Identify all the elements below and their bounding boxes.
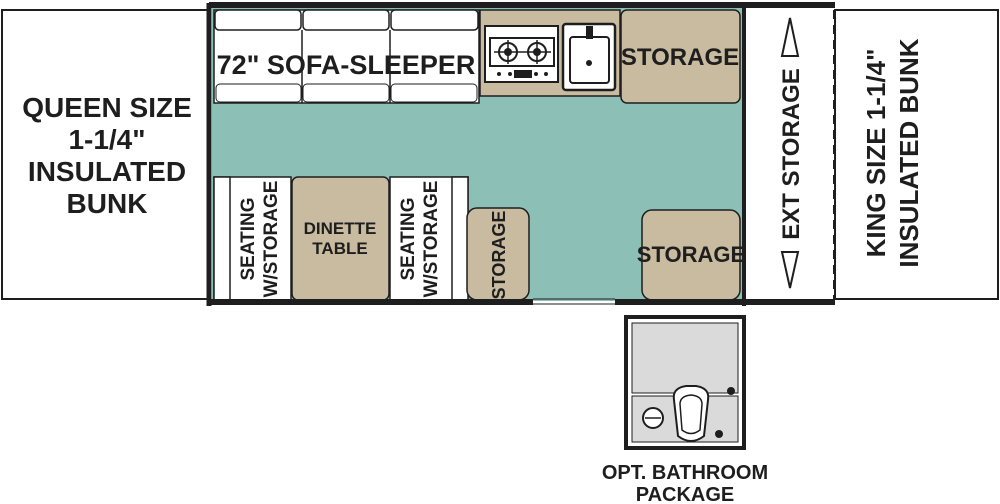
seating-right-label-2: W/STORAGE (421, 181, 442, 298)
arrow-down-icon (780, 251, 800, 289)
storage-top-label: STORAGE (621, 44, 739, 71)
sofa-back-cushion-3 (390, 9, 479, 31)
ext-storage (746, 10, 834, 299)
queen-bunk-label-3: INSULATED (28, 156, 186, 187)
arrow-up-icon (780, 17, 800, 57)
ext-storage-label: EXT STORAGE (778, 68, 805, 240)
sofa-seat-cushion-2 (302, 83, 390, 103)
shower-pan (631, 322, 739, 394)
storage-right-label: STORAGE (637, 242, 745, 267)
queen-bunk-label-4: BUNK (67, 188, 148, 219)
sofa-back-cushion-2 (302, 9, 390, 31)
queen-bunk-label-2: 1-1/4" (68, 124, 145, 155)
seating-left-label-1: SEATING (238, 197, 259, 280)
king-bunk-label-2: INSULATED BUNK (894, 38, 924, 267)
dinette-label-2: TABLE (312, 239, 367, 258)
seating-right-label-1: SEATING (398, 197, 419, 280)
bathroom-label-2: PACKAGE (636, 484, 735, 504)
sofa-label: 72" SOFA-SLEEPER (217, 50, 476, 80)
queen-bunk-label-1: QUEEN SIZE (22, 92, 192, 123)
storage-top (620, 9, 741, 104)
seating-left-label-2: W/STORAGE (261, 181, 282, 298)
sofa-seat-cushion-3 (390, 83, 478, 103)
bathroom-label-1: OPT. BATHROOM (602, 462, 768, 484)
king-bunk (834, 9, 999, 300)
sofa-seat-cushion-1 (215, 83, 302, 103)
sofa-back-cushion-1 (214, 9, 302, 31)
king-bunk-label-1: KING SIZE 1-1/4" (861, 49, 891, 258)
queen-bunk (1, 9, 211, 300)
dinette-label-1: DINETTE (304, 219, 377, 238)
storage-small-label: STORAGE (489, 211, 509, 300)
